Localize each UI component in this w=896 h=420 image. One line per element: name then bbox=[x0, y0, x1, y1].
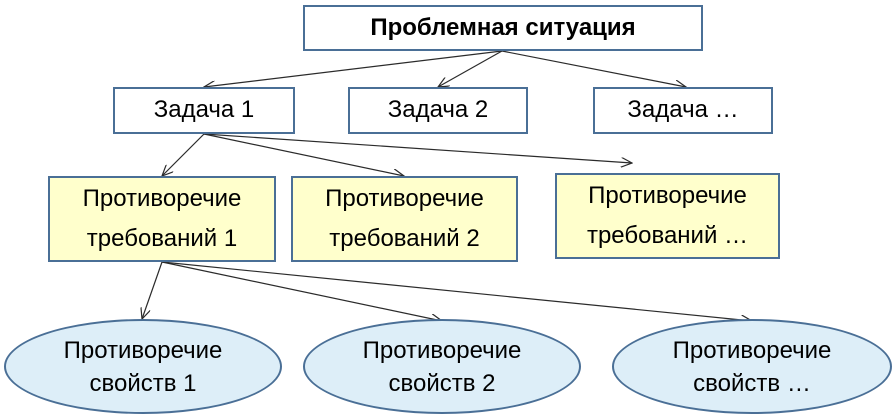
property-contradiction-line1: Противоречие bbox=[672, 336, 832, 364]
property-contradiction-line1: Противоречие bbox=[362, 336, 522, 364]
property-contradiction-ellipse-2: Противоречие свойств 2 bbox=[303, 319, 581, 414]
arrow-req-1-to-prop-1 bbox=[142, 261, 163, 319]
arrow-root-to-task-1 bbox=[204, 50, 503, 87]
arrow-task-1-to-req-1 bbox=[162, 133, 205, 176]
requirement-contradiction-line1: Противоречие bbox=[82, 185, 242, 212]
requirement-contradiction-box-n: Противоречие требований … bbox=[555, 173, 780, 259]
task-box-1: Задача 1 bbox=[113, 87, 295, 134]
property-contradiction-line2: свойств 2 bbox=[388, 369, 496, 397]
problem-situation-box: Проблемная ситуация bbox=[303, 5, 703, 51]
arrow-req-1-to-prop-n bbox=[161, 261, 752, 321]
property-contradiction-ellipse-1: Противоречие свойств 1 bbox=[4, 319, 282, 414]
property-contradiction-line2: свойств … bbox=[693, 369, 811, 397]
property-contradiction-line1: Противоречие bbox=[63, 336, 223, 364]
task-box-2: Задача 2 bbox=[348, 87, 528, 134]
property-contradiction-ellipse-n: Противоречие свойств … bbox=[612, 319, 892, 414]
task-box-n: Задача … bbox=[593, 87, 773, 134]
task-label: Задача … bbox=[627, 96, 739, 124]
property-contradiction-line2: свойств 1 bbox=[89, 369, 197, 397]
requirement-contradiction-line2: требований 2 bbox=[329, 225, 480, 252]
requirement-contradiction-line1: Противоречие bbox=[325, 185, 484, 212]
requirement-contradiction-box-2: Противоречие требований 2 bbox=[291, 176, 518, 262]
requirement-contradiction-line1: Противоречие bbox=[588, 182, 747, 209]
arrow-root-to-task-n bbox=[501, 50, 686, 87]
arrow-task-1-to-req-n bbox=[203, 133, 632, 163]
requirement-contradiction-line2: требований … bbox=[586, 222, 749, 249]
task-label: Задача 1 bbox=[153, 96, 255, 124]
problem-situation-label: Проблемная ситуация bbox=[370, 13, 636, 41]
requirement-contradiction-box-1: Противоречие требований 1 bbox=[48, 176, 276, 262]
arrow-task-1-to-req-2 bbox=[203, 133, 404, 176]
arrow-req-1-to-prop-2 bbox=[161, 261, 442, 321]
requirement-contradiction-line2: требований 1 bbox=[86, 225, 238, 252]
task-label: Задача 2 bbox=[387, 96, 489, 124]
arrow-root-to-task-2 bbox=[438, 50, 503, 87]
